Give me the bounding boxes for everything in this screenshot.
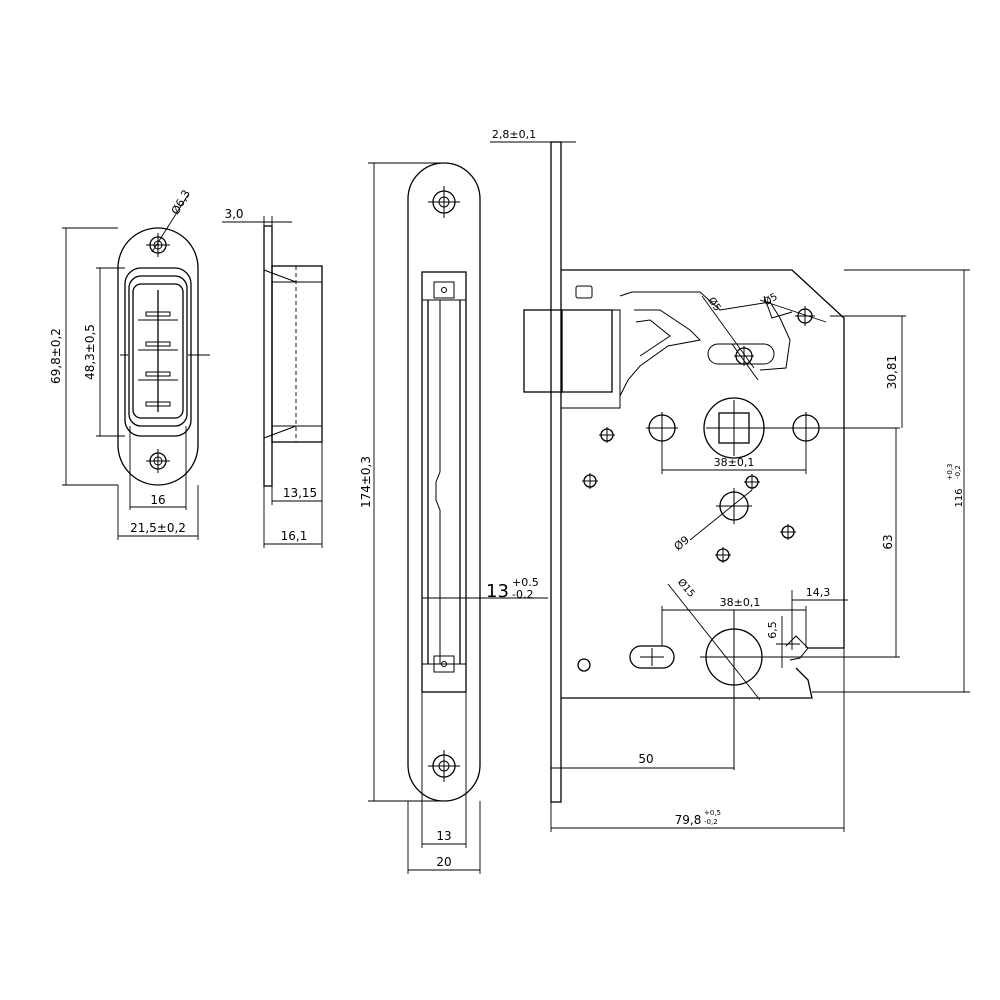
faceplate-tolerance-value: 13: [486, 581, 509, 602]
faceplate-tolerance-lower: -0.2: [512, 588, 533, 601]
faceplate-length-label: 174±0,3: [359, 456, 373, 508]
strike-side-depth-label: 13,15: [283, 486, 317, 500]
strike-plate-width-outer-label: 21,5±0,2: [130, 521, 186, 535]
strike-plate-side-view: 3,0 13,15 16,1: [222, 207, 323, 548]
lock-height-116-label: 116: [954, 488, 965, 507]
lock-spacing-bottom-label: 38±0,1: [720, 596, 761, 609]
lock-backset-50-label: 50: [638, 752, 653, 766]
faceplate-width-inner-label: 13: [436, 829, 451, 843]
faceplate-width-outer-label: 20: [436, 855, 451, 869]
lock-height-116-tol-lower: -0,2: [954, 465, 962, 479]
faceplate-tolerance-upper: +0.5: [512, 576, 539, 589]
strike-plate-hole-diameter-label: Ø6,3: [169, 188, 193, 217]
lock-dim-30-81-label: 30,81: [885, 355, 899, 389]
lock-hole-d15-label: Ø15: [675, 576, 697, 600]
lock-dim-63-label: 63: [881, 534, 895, 549]
strike-plate-height-inner-label: 48,3±0,5: [83, 324, 97, 380]
strike-side-thickness-label: 3,0: [224, 207, 243, 221]
strike-plate-front-view: 69,8±0,2 48,3±0,5 Ø6,3 16 21,5±0,2: [49, 188, 210, 540]
lock-width-79-8-tol-upper: +0,5: [704, 809, 721, 817]
strike-plate-width-inner-label: 16: [150, 493, 165, 507]
lock-hole-d5-top-label: Ø5: [705, 295, 723, 314]
lock-width-79-8-label: 79,8: [675, 813, 702, 827]
lock-spacing-top-label: 38±0,1: [714, 456, 755, 469]
lock-hole-d9-label: Ø9: [672, 533, 692, 553]
lock-width-79-8-tol-lower: -0,2: [704, 818, 718, 826]
lock-height-116-tol-upper: +0,3: [946, 464, 954, 481]
lock-body-side-view: 2,8±0,1 Ø5 Ø5 30,81 38±0,1 Ø9 63 Ø15 38±…: [490, 128, 970, 832]
lock-dim-6-5-label: 6,5: [766, 621, 779, 639]
faceplate-front-view: 174±0,3 13 20 13 +0.5 -0.2: [359, 162, 548, 874]
strike-side-total-depth-label: 16,1: [281, 529, 308, 543]
strike-plate-height-outer-label: 69,8±0,2: [49, 328, 63, 384]
lock-plate-thickness-label: 2,8±0,1: [492, 128, 536, 141]
lock-dim-14-3-label: 14,3: [806, 586, 831, 599]
